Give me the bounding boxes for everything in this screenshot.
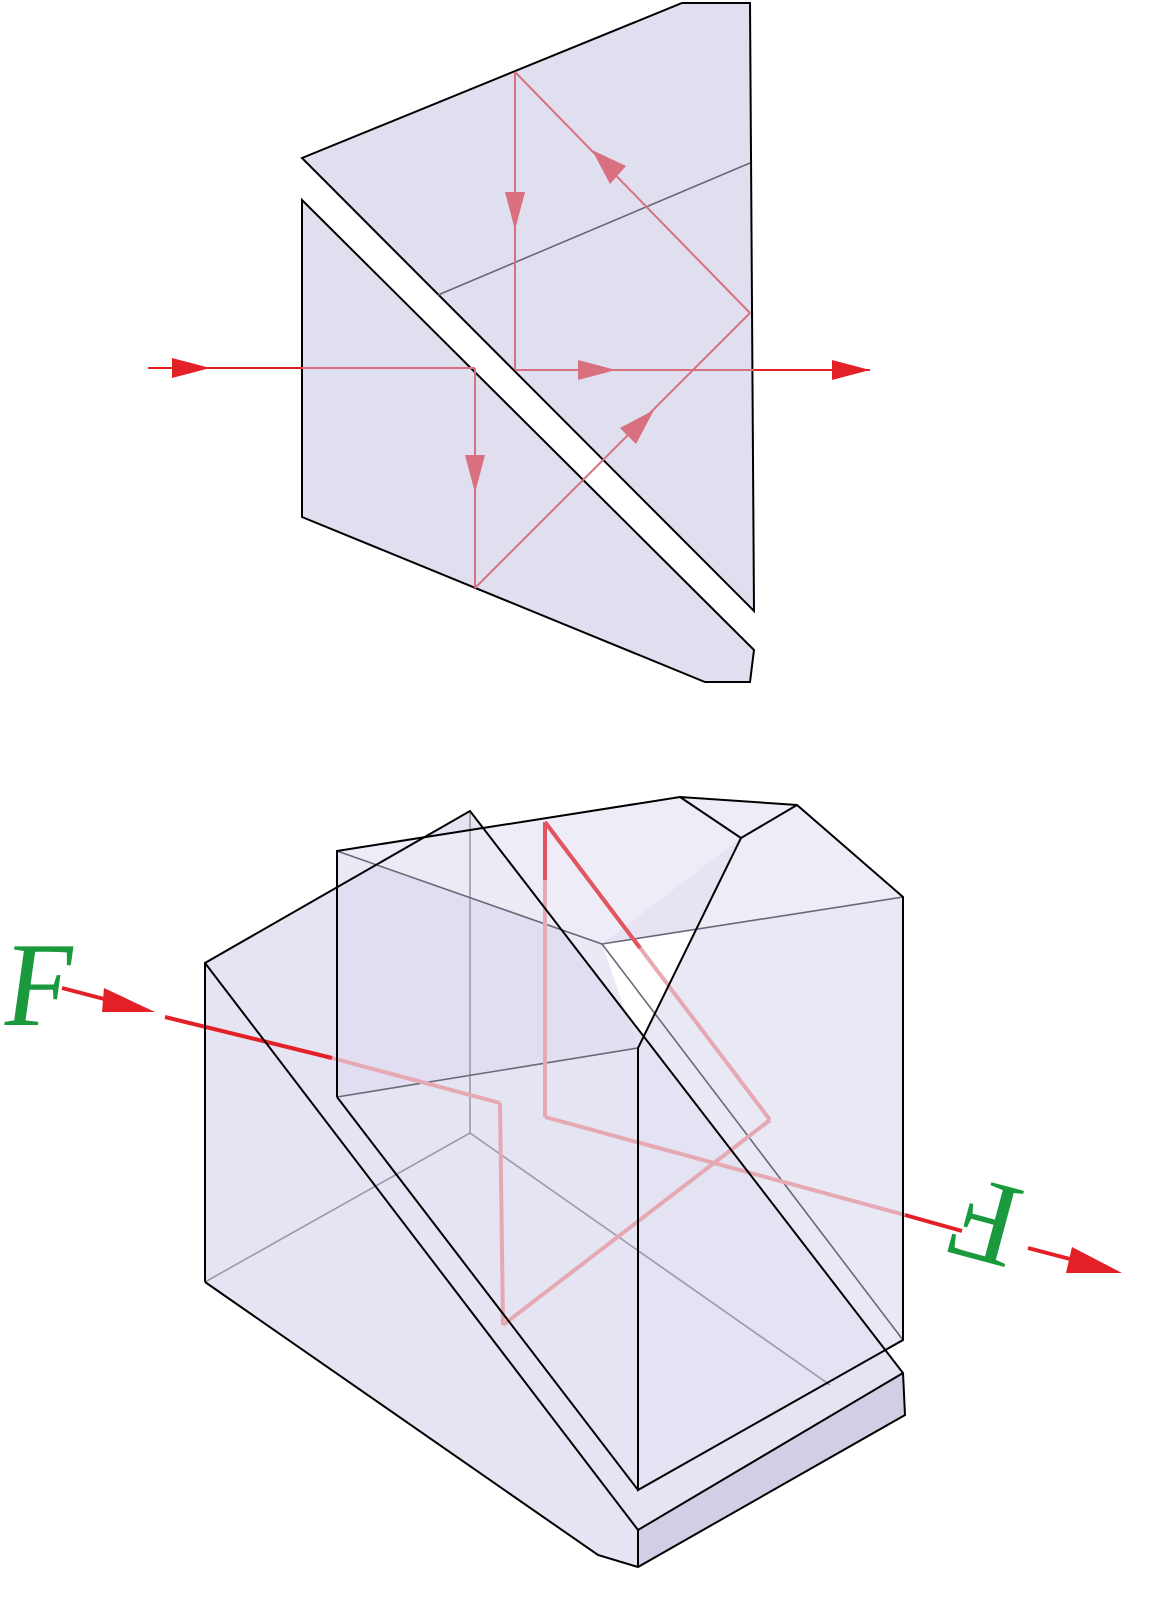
roof-edge [437,162,751,296]
lower-prism [302,200,754,682]
bottom-ray-path [61,820,1122,1327]
input-letter: F [0,920,82,1052]
bottom-prism-3d [61,795,1122,1569]
upper-prism [302,3,754,611]
output-letter-inverted: F [936,1150,1035,1296]
top-ray-path [148,71,870,589]
top-prism-section [148,1,870,683]
